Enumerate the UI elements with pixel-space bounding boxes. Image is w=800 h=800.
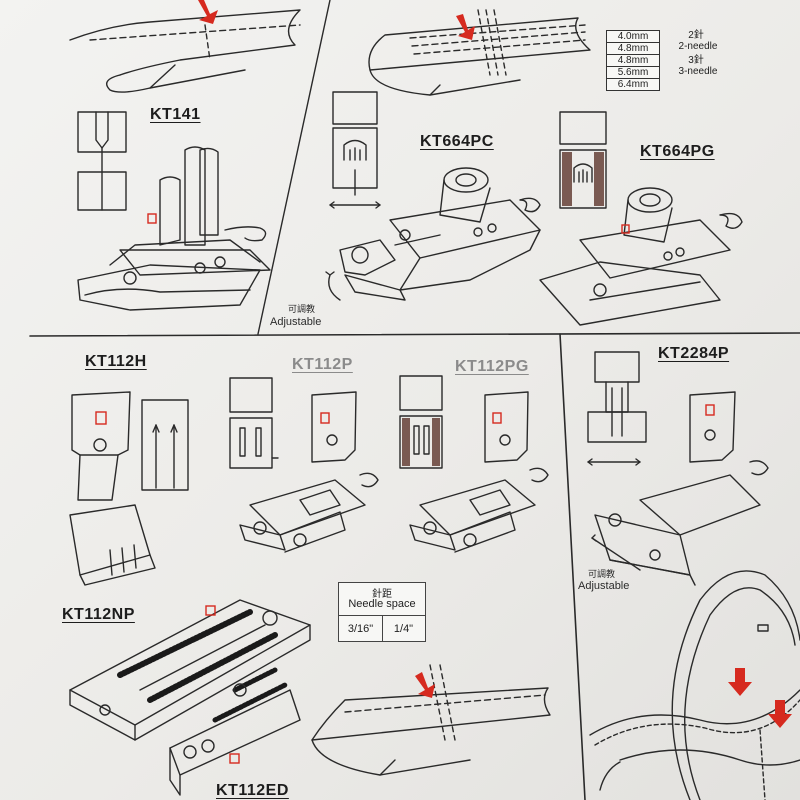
label-kt2284p: KT2284P [658,345,730,362]
label-kt141: KT141 [150,106,201,123]
label-kt112pg: KT112PG [455,358,529,375]
three-needle-cn: 3針 [688,55,704,66]
fabric-fold-kt141 [69,9,301,93]
kt664pg-presser-foot [539,187,743,326]
needle-space-value: 1/4" [393,623,414,635]
needle-space-cn: 針距 [372,589,392,600]
two-needle-en: 2-needle [678,41,718,52]
label-kt112p: KT112P [292,356,353,373]
adjustable-cn-top: 可調教 [288,304,316,314]
adjustable-cn-bottom: 可調教 [588,569,616,579]
label-kt112h: KT112H [85,353,147,370]
label-kt664pc: KT664PC [420,133,494,150]
kt2284p-plate-icon [587,351,647,466]
label-kt112ed: KT112ED [216,782,289,799]
divider-right-vertical [559,333,586,800]
kt112p-plate-icon [229,377,279,469]
red-arrows [198,0,792,728]
kt112h-presser-foot [69,391,156,586]
fabric-fold-bottom [311,664,551,776]
kt141-plate-icon [77,111,127,211]
label-kt112np: KT112NP [62,606,135,623]
kt2284p-presser-foot [591,391,769,586]
kt112h-needle-icon [141,399,189,491]
adjustable-en-bottom: Adjustable [578,580,630,592]
two-needle-cn: 2針 [688,30,704,41]
kt112pg-presser-foot [409,391,549,553]
spec-row: 6.4mm [606,78,660,91]
kt664pg-plate-icon [559,111,607,209]
needle-width-spec-table: 4.0mm 4.8mm 4.8mm 5.6mm 6.4mm 2針 2-needl… [606,30,776,96]
kt112ed-feed-dog [169,667,301,796]
table-divider [382,615,383,641]
label-kt664pg: KT664PG [640,143,715,160]
kt141-presser-foot [77,146,271,311]
needle-space-table: 針距 Needle space 3/16" 1/4" [338,582,426,642]
divider-top-diagonal [257,0,331,335]
bra-illustration [589,570,800,800]
kt664pc-presser-foot [325,167,541,301]
kt112pg-plate-icon [399,375,443,469]
kt112np-needle-plate [69,599,311,741]
fabric-fold-kt664 [368,9,591,96]
three-needle-en: 3-needle [678,66,718,77]
needle-space-en: Needle space [348,598,416,610]
brand-logo-marks [95,213,715,764]
kt112p-presser-foot [239,391,379,553]
divider-horizontal [29,332,800,337]
needle-space-value: 3/16" [347,623,374,635]
kt664pc-plate-icon [329,91,381,209]
spec-row: 4.8mm [606,42,660,55]
adjustable-en-top: Adjustable [270,316,322,328]
